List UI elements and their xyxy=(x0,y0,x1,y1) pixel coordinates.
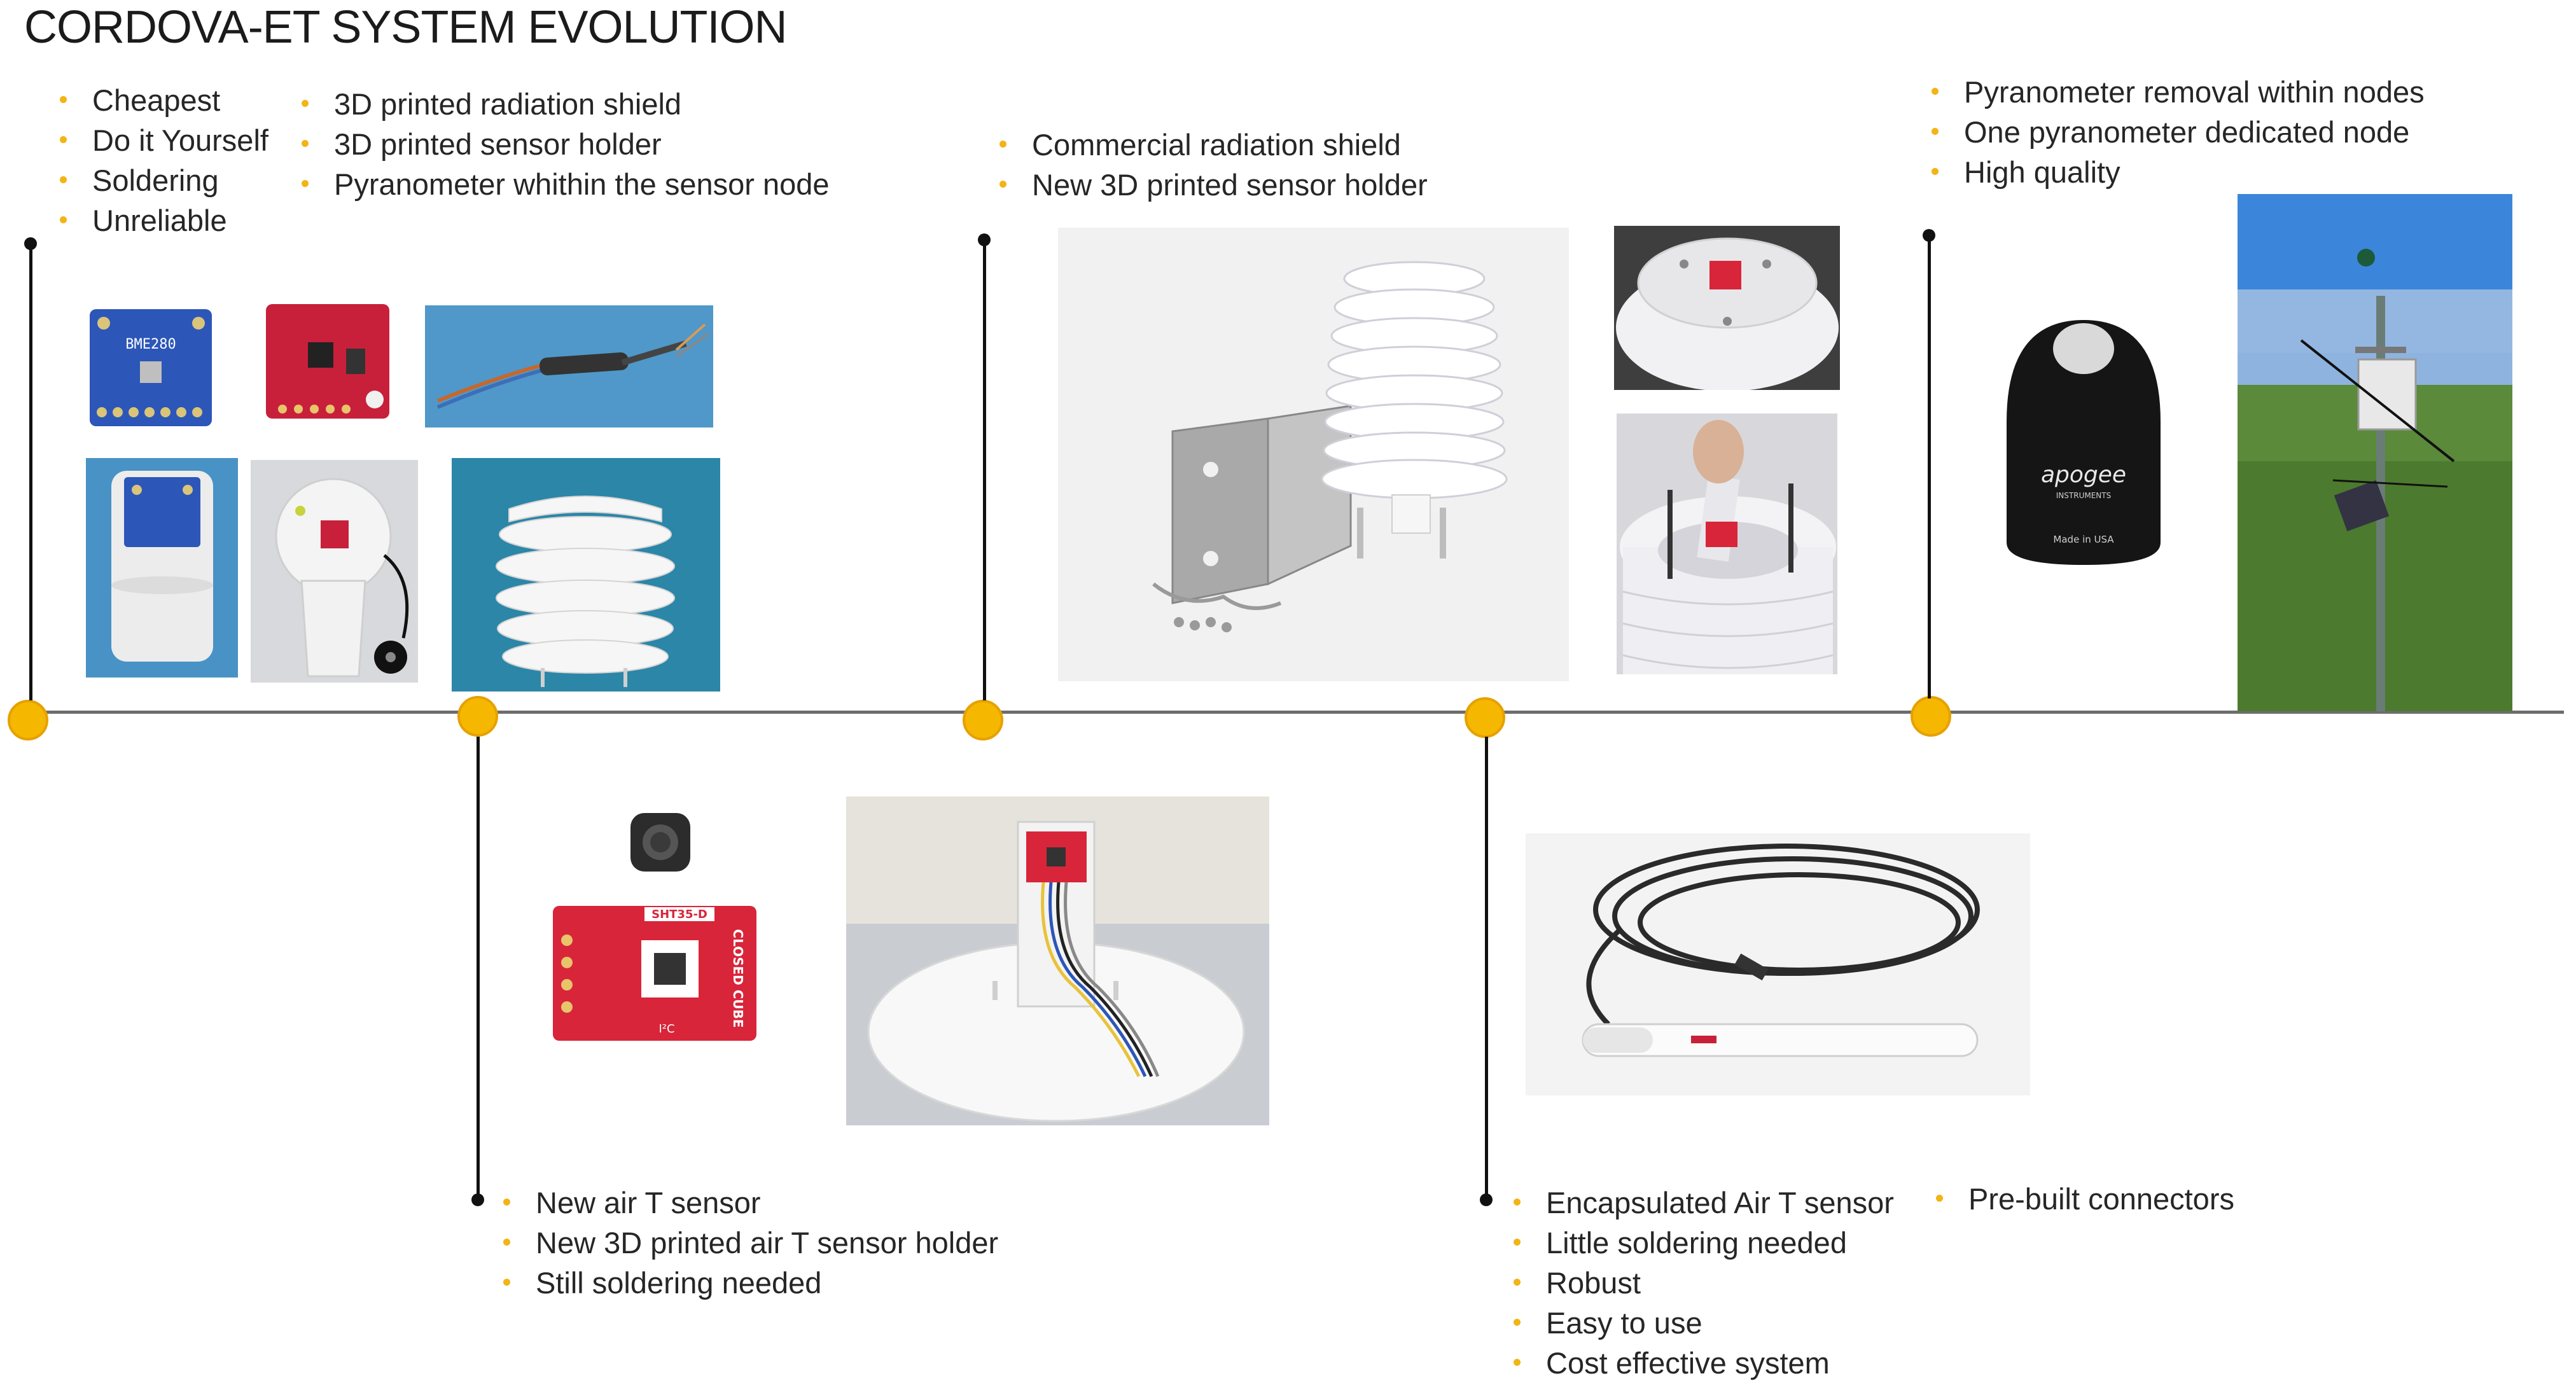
list-item: 3D printed radiation shield xyxy=(298,84,830,124)
sensor-holder-photo xyxy=(86,458,238,678)
stem-3-end xyxy=(978,233,991,246)
timeline-axis xyxy=(25,711,2564,714)
list-item: Cheapest xyxy=(56,80,268,120)
list-item: Still soldering needed xyxy=(499,1263,998,1303)
field-node-photo xyxy=(2238,194,2512,711)
timeline-node-4 xyxy=(1465,697,1505,738)
list-item: New 3D printed sensor holder xyxy=(996,165,1428,205)
shield-inside-photo xyxy=(1617,414,1837,674)
stem-4-end xyxy=(1480,1193,1493,1206)
list-item: New air T sensor xyxy=(499,1183,998,1223)
stage-3-list: Commercial radiation shield New 3D print… xyxy=(996,125,1428,205)
list-item: Pyranometer whithin the sensor node xyxy=(298,164,830,204)
apogee-made: Made in USA xyxy=(2053,534,2114,545)
stage-2-list: New air T sensor New 3D printed air T se… xyxy=(499,1183,998,1303)
timeline-node-3 xyxy=(963,700,1003,740)
air-t-sensor-holder-photo xyxy=(846,796,1269,1125)
stem-5-end xyxy=(1923,229,1935,242)
list-item: Easy to use xyxy=(1510,1303,1894,1343)
list-item: Robust xyxy=(1510,1263,1894,1303)
bme280-board-photo: BME280 xyxy=(86,304,216,431)
shield-top-view-photo xyxy=(1614,226,1840,390)
list-item: One pyranometer dedicated node xyxy=(1928,112,2425,152)
stage-4-list-a: Encapsulated Air T sensor Little solderi… xyxy=(1510,1183,1894,1383)
3d-printed-mount-photo xyxy=(251,460,418,683)
bme280-label: BME280 xyxy=(125,337,176,352)
sht35-label: SHT35-D xyxy=(651,908,707,921)
list-item: Pyranometer removal within nodes xyxy=(1928,72,2425,112)
stem-2-end xyxy=(471,1193,484,1206)
list-item: High quality xyxy=(1928,152,2425,192)
stem-4 xyxy=(1485,737,1488,1201)
list-item: New 3D printed air T sensor holder xyxy=(499,1223,998,1263)
list-item: Little soldering needed xyxy=(1510,1223,1894,1263)
sht35-board-photo: SHT35-D CLOSED CUBE I²C xyxy=(549,902,761,1044)
list-item: Encapsulated Air T sensor xyxy=(1510,1183,1894,1223)
stage-1-list-b: 3D printed radiation shield 3D printed s… xyxy=(298,84,830,204)
page-title: CORDOVA-ET SYSTEM EVOLUTION xyxy=(24,2,788,53)
stem-1-end xyxy=(24,237,37,250)
timeline-node-1 xyxy=(8,700,48,740)
list-item: Unreliable xyxy=(56,200,268,240)
list-item: Commercial radiation shield xyxy=(996,125,1428,165)
sht35-bus: I²C xyxy=(658,1022,674,1036)
apogee-sub: INSTRUMENTS xyxy=(2056,491,2111,500)
heat-shrink-cable-photo xyxy=(425,305,713,427)
apogee-brand: apogee xyxy=(2041,462,2126,488)
stem-2 xyxy=(477,737,480,1201)
stem-3 xyxy=(983,240,986,700)
air-temperature-sensor-chip-photo xyxy=(625,807,695,877)
stage-5-list: Pyranometer removal within nodes One pyr… xyxy=(1928,72,2425,192)
list-item: Pre-built connectors xyxy=(1932,1179,2234,1219)
sht35-brand: CLOSED CUBE xyxy=(730,929,746,1027)
list-item: Soldering xyxy=(56,160,268,200)
commercial-radiation-shield-photo xyxy=(1058,228,1569,681)
encapsulated-air-t-sensor-photo xyxy=(1526,833,2030,1095)
timeline-node-5 xyxy=(1911,696,1951,737)
timeline-node-2 xyxy=(457,696,498,737)
stem-1 xyxy=(29,244,32,700)
apogee-pyranometer-photo: apogee INSTRUMENTS Made in USA xyxy=(1994,314,2173,578)
stage-4-list-b: Pre-built connectors xyxy=(1932,1179,2234,1219)
stem-5 xyxy=(1928,235,1931,698)
red-sensor-board-photo xyxy=(263,298,392,425)
list-item: Cost effective system xyxy=(1510,1343,1894,1383)
3d-printed-radiation-shield-photo xyxy=(452,458,720,692)
stage-1-list-a: Cheapest Do it Yourself Soldering Unreli… xyxy=(56,80,268,240)
list-item: Do it Yourself xyxy=(56,120,268,160)
list-item: 3D printed sensor holder xyxy=(298,124,830,164)
